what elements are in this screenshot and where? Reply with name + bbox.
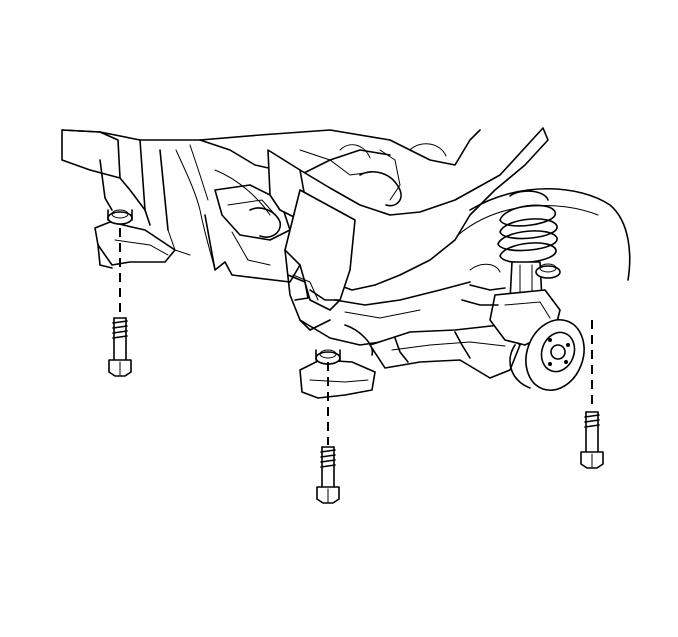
tie-rod: [461, 263, 506, 306]
brake-rotor-icon: [509, 319, 585, 391]
rear-left-mount: [94, 209, 176, 269]
crossmember-frame: [284, 189, 471, 356]
lower-control-arm: [369, 324, 521, 379]
coil-spring-icon: [497, 190, 561, 301]
bolt-icon: [108, 317, 604, 504]
front-center-mount: [299, 349, 376, 399]
rear-left-mount-bolt: [108, 317, 132, 377]
front-center-mount-bolt: [316, 446, 340, 504]
right-strut-bolt: [580, 411, 604, 469]
alignment-guides: [119, 228, 593, 445]
